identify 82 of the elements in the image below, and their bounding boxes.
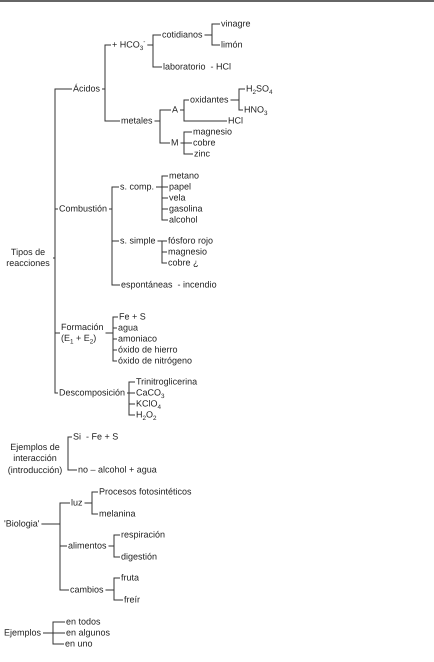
branch-label: cobre ¿ xyxy=(168,257,199,269)
branch-label: Ejemplos de interacción (introducción) xyxy=(4,442,66,476)
bracket-connector xyxy=(154,120,170,144)
branch-label: KClO$_{4}$ xyxy=(136,398,162,410)
branch-label: en todos xyxy=(66,616,101,628)
branch-label: gasolina xyxy=(169,203,203,215)
bracket-connector xyxy=(102,88,120,122)
branch-label: alcohol xyxy=(169,214,198,226)
branch-label: respiración xyxy=(121,529,166,541)
branch-label: magnesio xyxy=(193,126,232,138)
bracket-connector xyxy=(156,186,168,220)
branch-label: vinagre xyxy=(221,18,251,30)
bracket-connector xyxy=(126,382,136,394)
branch-label: s. simple xyxy=(120,235,156,247)
branch-label: HCl xyxy=(228,115,243,127)
bracket-connector xyxy=(157,240,168,264)
branch-label: H$_{2}$SO$_{4}$ xyxy=(246,83,273,95)
branch-label: A xyxy=(172,104,178,116)
branch-label: fruta xyxy=(121,572,140,584)
branch-label: s. comp. xyxy=(120,181,154,193)
branch-label: Tipos de reacciones xyxy=(5,246,51,270)
bracket-connector xyxy=(108,186,120,210)
branch-label: metales xyxy=(121,115,153,127)
branch-label: fósforo rojo xyxy=(168,235,214,247)
branch-label: HNO$_{3}$ xyxy=(244,104,268,116)
branch-label: vela xyxy=(169,192,186,204)
branch-label: laboratorio - HCl xyxy=(163,61,232,73)
bracket-connector xyxy=(105,590,124,600)
branch-label: oxidantes xyxy=(190,94,229,106)
branch-label: Fe + S xyxy=(119,311,146,323)
branch-label: cobre xyxy=(193,137,216,149)
branch-label: espontáneas - incendio xyxy=(121,279,217,291)
bracket-connector xyxy=(102,44,112,90)
branch-label: (E$_{1}$ + E$_{2}$) xyxy=(61,333,98,344)
branch-label: Trinitroglicerina xyxy=(136,376,198,388)
bracket-connector xyxy=(126,392,136,394)
branch-label: en uno xyxy=(65,638,93,650)
bracket-connector xyxy=(108,546,120,558)
branch-label: Descomposición xyxy=(59,387,126,399)
branch-label: cambios xyxy=(70,584,104,596)
bracket-connector xyxy=(180,142,194,154)
branch-label: en algunos xyxy=(66,627,110,639)
branch-label: magnesio xyxy=(168,246,208,258)
branch-label: papel xyxy=(169,181,192,193)
bracket-connector xyxy=(146,44,162,68)
branch-label: alimentos xyxy=(68,540,107,552)
branch-label: no – alcohol + agua xyxy=(78,464,157,476)
branch-label: freír xyxy=(124,594,140,606)
branch-label: Si - Fe + S xyxy=(73,431,118,443)
branch-label: M xyxy=(171,137,178,149)
branch-label: luz xyxy=(71,497,83,509)
bracket-connector xyxy=(126,392,136,416)
branch-label: óxido de nitrógeno xyxy=(118,355,192,367)
bracket-connector xyxy=(42,632,64,644)
bracket-connector xyxy=(204,34,220,46)
branch-label: Ejemplos xyxy=(4,627,42,639)
bracket-connector xyxy=(52,208,58,258)
bracket-connector xyxy=(84,502,98,514)
branch-label: CaCO$_{3}$ xyxy=(136,387,165,399)
branch-label: óxido de hierro xyxy=(118,344,178,356)
bracket-connector xyxy=(68,458,78,470)
branch-label: cotidianos xyxy=(162,29,203,41)
branch-label: Procesos fotosintéticos xyxy=(99,486,192,498)
bracket-connector xyxy=(230,100,244,110)
branch-label: melanina xyxy=(99,508,136,520)
bracket-connector xyxy=(180,110,228,122)
bracket-connector xyxy=(40,524,70,590)
bracket-connector xyxy=(105,332,118,362)
bracket-connector xyxy=(108,208,120,286)
branch-label: digestión xyxy=(121,551,158,563)
branch-label: H$_{2}$O$_{2}$ xyxy=(136,409,157,421)
bracket-connector xyxy=(52,258,58,394)
bracket-connector xyxy=(68,436,72,460)
branch-label: metano xyxy=(169,170,200,182)
branch-label: Combustión xyxy=(59,203,108,215)
branch-label: zinc xyxy=(194,148,210,160)
branch-label: limón xyxy=(221,39,243,51)
branch-label: 'Biologia' xyxy=(4,518,40,530)
branch-label: Ácidos xyxy=(73,83,100,95)
branch-label: Formación xyxy=(61,322,104,333)
branch-label: amoniaco xyxy=(118,333,158,345)
branch-label: agua xyxy=(118,322,138,334)
